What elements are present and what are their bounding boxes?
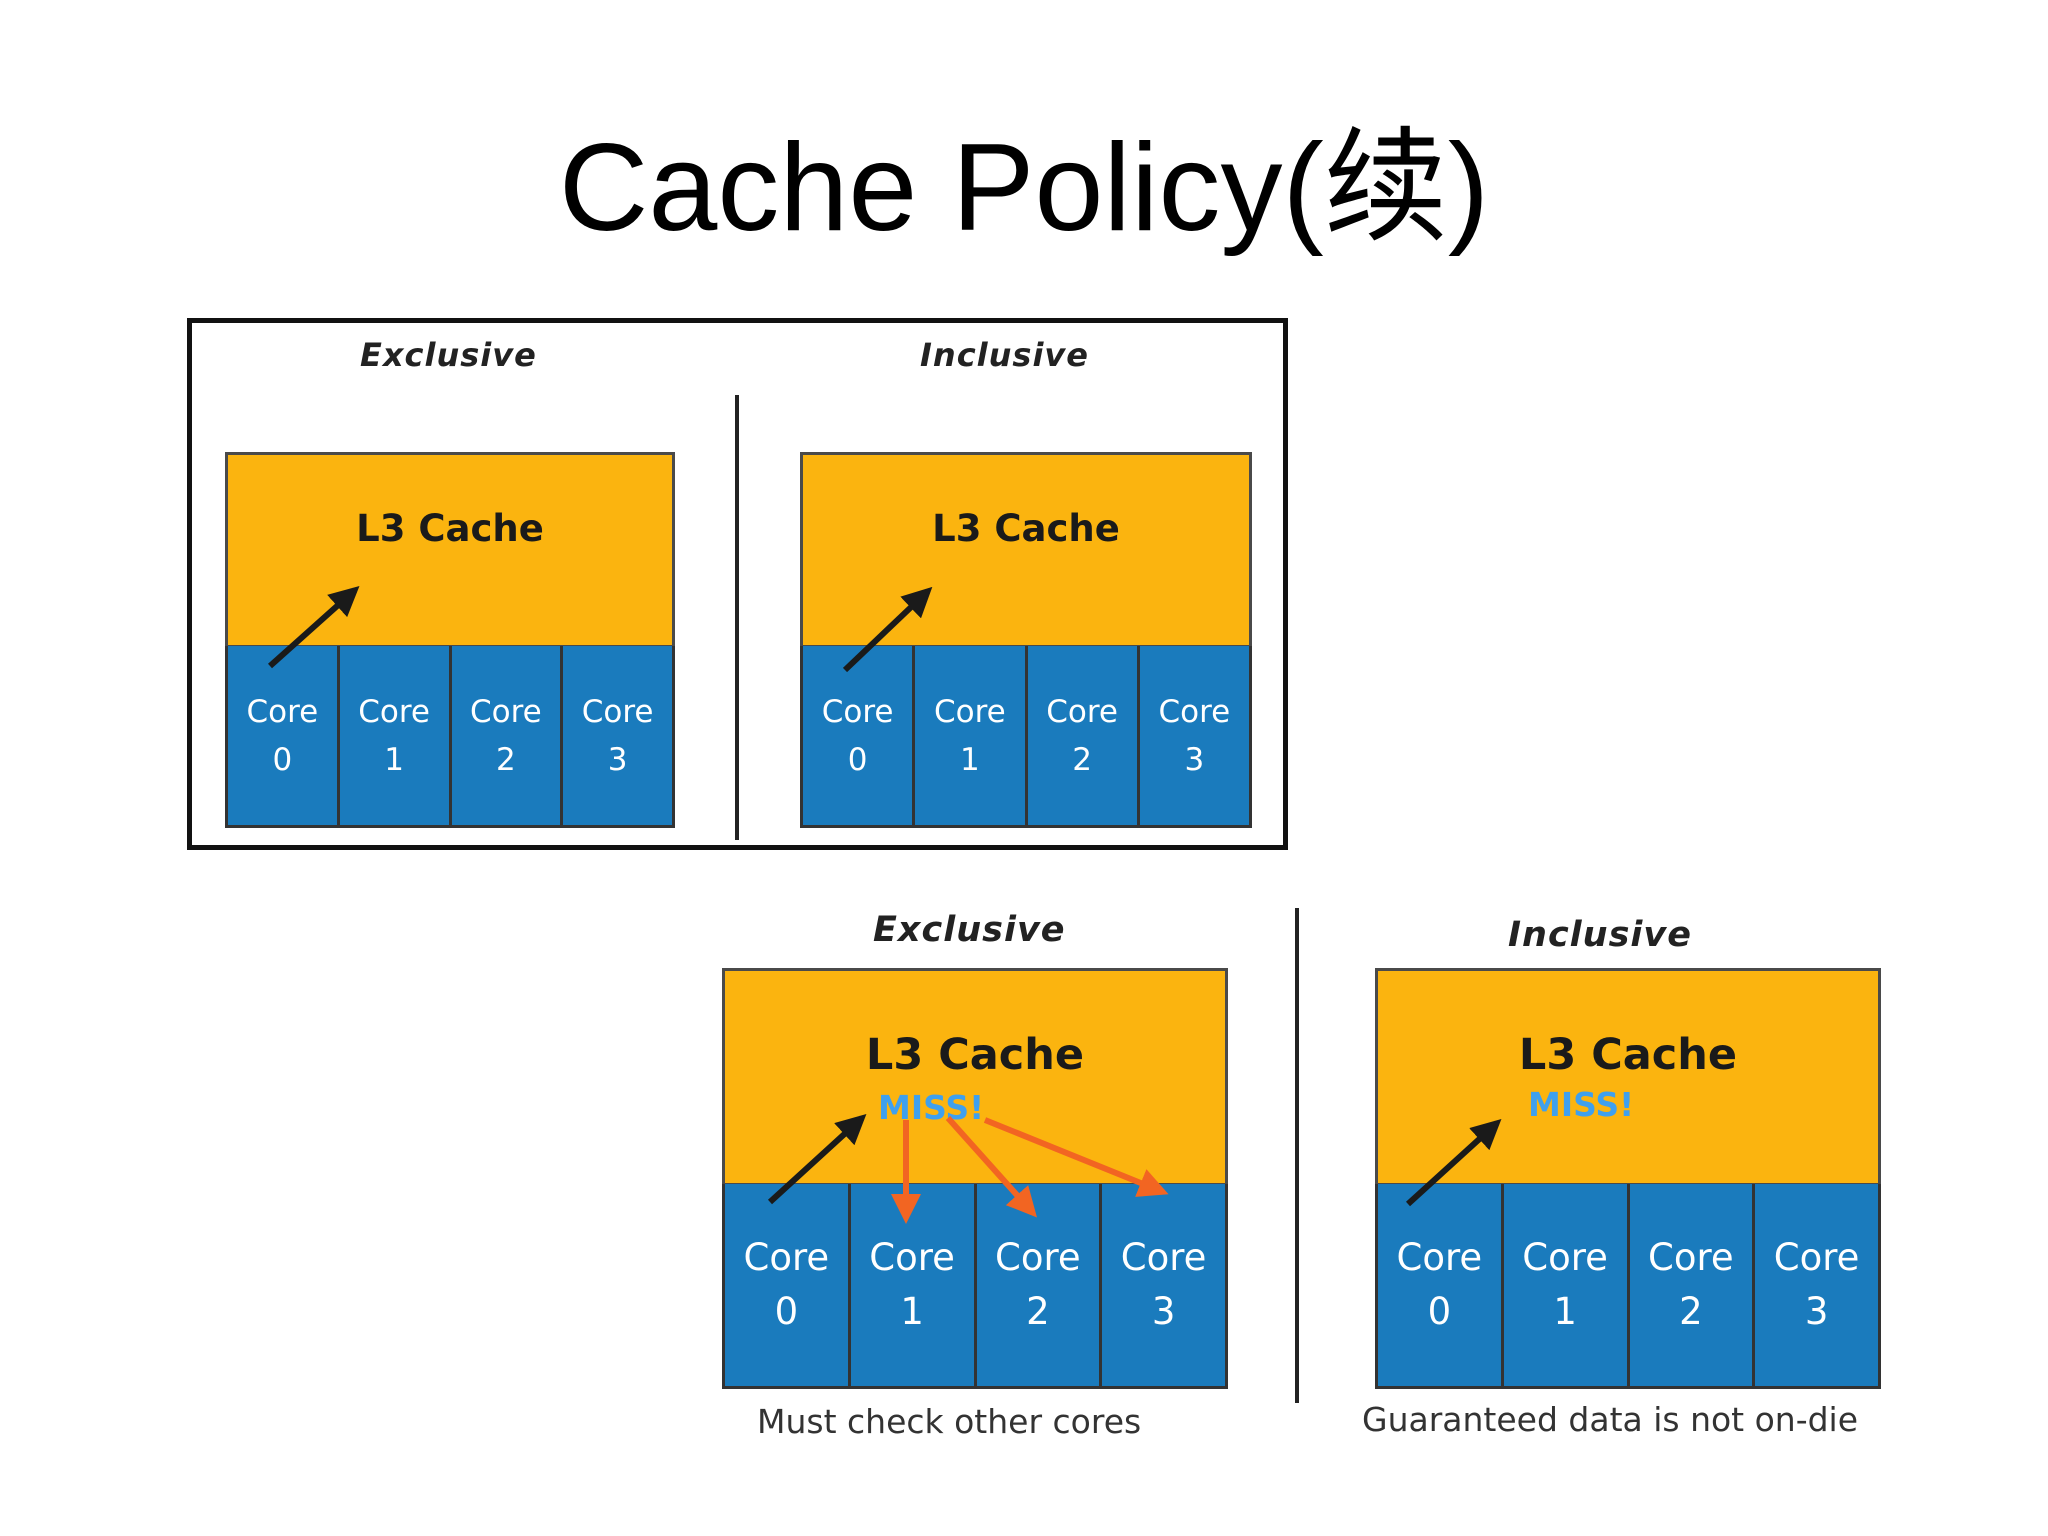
core-1: Core 1 (850, 1184, 977, 1386)
core-id: 3 (1151, 1290, 1176, 1333)
core-name: Core (1046, 693, 1118, 730)
core-1: Core 1 (339, 646, 452, 825)
core-3: Core 3 (1755, 1184, 1878, 1386)
core-name: Core (246, 693, 319, 730)
top-inclusive-heading: Inclusive (920, 336, 1089, 374)
core-id: 0 (774, 1290, 799, 1333)
bottom-divider (1295, 908, 1299, 1403)
core-2: Core 2 (1629, 1184, 1756, 1386)
core-id: 0 (272, 741, 293, 778)
core-3: Core 3 (1102, 1184, 1225, 1386)
top-exclusive-cores: Core 0 Core 1 Core 2 Core 3 (225, 646, 675, 828)
slide-title: Cache Policy(续) (558, 119, 1490, 257)
core-name: Core (821, 693, 894, 730)
core-name: Core (1396, 1236, 1483, 1279)
core-name: Core (1120, 1236, 1207, 1279)
core-id: 1 (900, 1290, 924, 1333)
core-name: Core (1158, 693, 1231, 730)
core-1: Core 1 (915, 646, 1028, 825)
core-name: Core (934, 693, 1006, 730)
core-id: 3 (1184, 741, 1205, 778)
bottom-exclusive-l3-cache: L3 Cache MISS! (722, 968, 1228, 1186)
bottom-exclusive-block: L3 Cache MISS! Core 0 Core 1 Core 2 Core… (722, 968, 1228, 1389)
bottom-inclusive-cores: Core 0 Core 1 Core 2 Core 3 (1375, 1184, 1881, 1389)
core-name: Core (1773, 1236, 1860, 1279)
core-id: 3 (607, 741, 628, 778)
bottom-exclusive-heading: Exclusive (873, 910, 1066, 950)
bottom-exclusive-caption: Must check other cores (757, 1402, 1142, 1441)
core-name: Core (1522, 1236, 1608, 1279)
core-name: Core (1648, 1236, 1734, 1279)
core-id: 2 (496, 741, 516, 778)
bottom-inclusive-caption: Guaranteed data is not on-die (1362, 1400, 1859, 1439)
core-id: 0 (1427, 1290, 1452, 1333)
core-2: Core 2 (1027, 646, 1140, 825)
core-id: 1 (384, 741, 404, 778)
core-name: Core (869, 1236, 955, 1279)
top-inclusive-cores: Core 0 Core 1 Core 2 Core 3 (800, 646, 1252, 828)
core-id: 0 (847, 741, 868, 778)
core-0: Core 0 (725, 1184, 851, 1386)
core-2: Core 2 (976, 1184, 1103, 1386)
l3-cache-label: L3 Cache (932, 507, 1120, 550)
core-0: Core 0 (228, 646, 340, 825)
core-id: 3 (1804, 1290, 1829, 1333)
core-id: 2 (1679, 1290, 1703, 1333)
miss-label: MISS! (1528, 1085, 1635, 1124)
top-divider (735, 395, 739, 840)
l3-cache-label: L3 Cache (356, 507, 544, 550)
bottom-inclusive-heading: Inclusive (1508, 915, 1692, 955)
core-name: Core (358, 693, 430, 730)
core-id: 1 (1553, 1290, 1577, 1333)
core-name: Core (995, 1236, 1081, 1279)
core-0: Core 0 (1378, 1184, 1504, 1386)
bottom-inclusive-l3-cache: L3 Cache MISS! (1375, 968, 1881, 1186)
bottom-inclusive-block: L3 Cache MISS! Core 0 Core 1 Core 2 Core… (1375, 968, 1881, 1389)
top-inclusive-l3-cache: L3 Cache (800, 452, 1252, 648)
top-exclusive-block: L3 Cache Core 0 Core 1 Core 2 Core 3 (225, 452, 675, 828)
core-name: Core (581, 693, 654, 730)
bottom-exclusive-cores: Core 0 Core 1 Core 2 Core 3 (722, 1184, 1228, 1389)
core-2: Core 2 (451, 646, 564, 825)
core-id: 1 (960, 741, 980, 778)
l3-cache-label: L3 Cache (1518, 1030, 1738, 1080)
top-inclusive-block: L3 Cache Core 0 Core 1 Core 2 Core 3 (800, 452, 1252, 828)
core-id: 2 (1072, 741, 1092, 778)
l3-cache-label: L3 Cache (865, 1030, 1085, 1080)
top-exclusive-heading: Exclusive (360, 336, 537, 374)
core-3: Core 3 (563, 646, 672, 825)
top-exclusive-l3-cache: L3 Cache (225, 452, 675, 648)
core-id: 2 (1026, 1290, 1050, 1333)
core-3: Core 3 (1139, 646, 1249, 825)
core-name: Core (470, 693, 542, 730)
miss-label: MISS! (878, 1088, 985, 1127)
core-0: Core 0 (803, 646, 916, 825)
core-1: Core 1 (1503, 1184, 1630, 1386)
core-name: Core (743, 1236, 830, 1279)
